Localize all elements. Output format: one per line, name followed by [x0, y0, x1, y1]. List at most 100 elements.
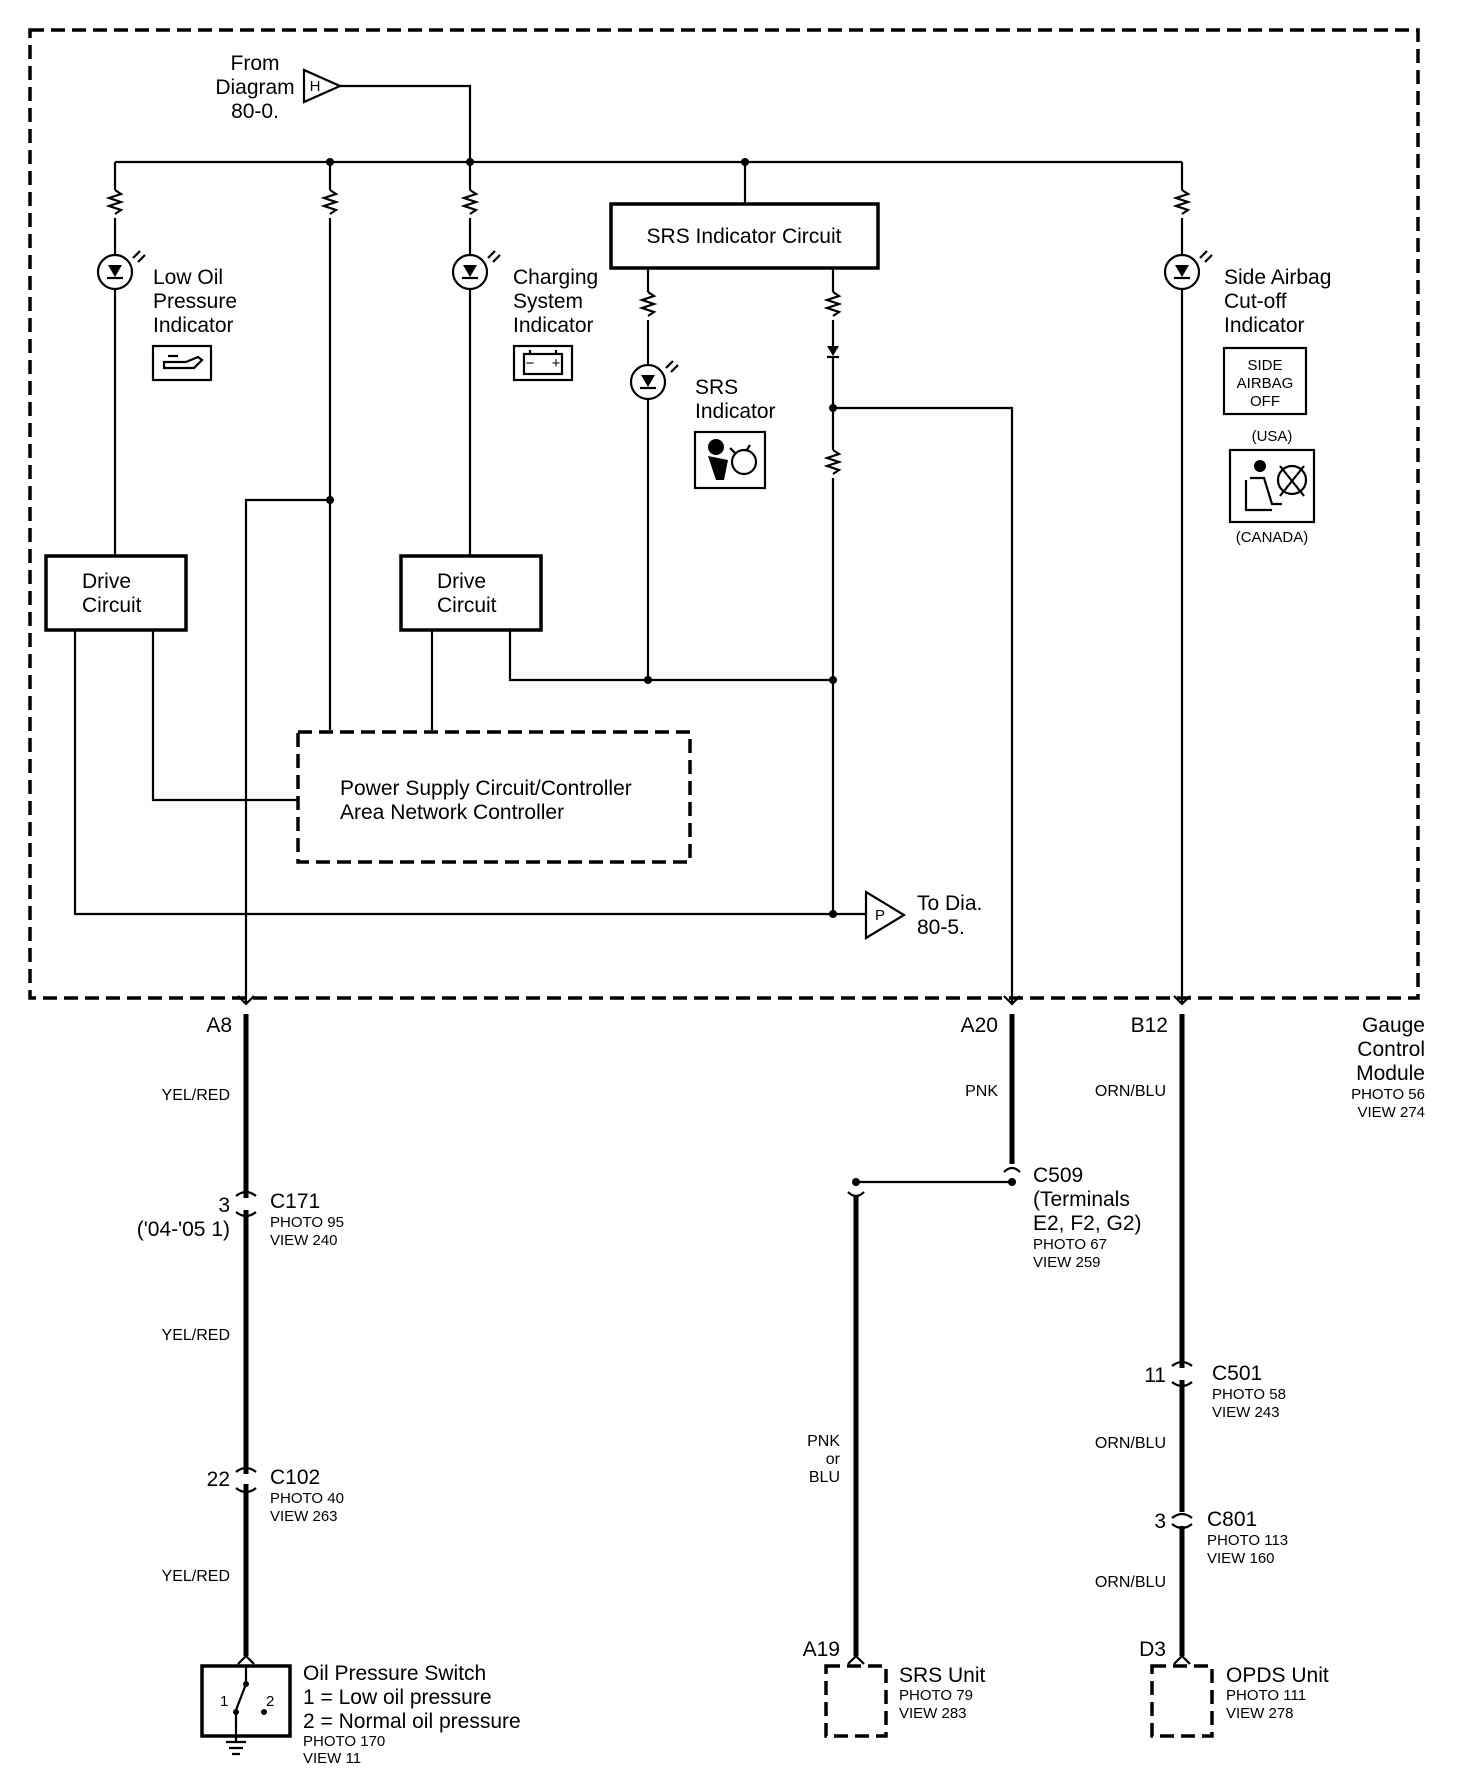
srs-indicator-circuit-block — [609, 202, 880, 270]
low-oil-resistor — [105, 189, 125, 215]
terminal-a19: A19 — [803, 1638, 840, 1661]
wire-color-a8-3: YEL/RED — [162, 1568, 230, 1585]
svg-text:VIEW 259: VIEW 259 — [1033, 1254, 1101, 1271]
svg-text:or: or — [826, 1451, 841, 1468]
side-airbag-label-3: Indicator — [1224, 314, 1305, 337]
svg-text:PNK: PNK — [807, 1433, 840, 1450]
c102-name: C102 — [270, 1466, 320, 1489]
from-tag: H — [310, 78, 321, 95]
srs-label-1: SRS — [695, 376, 738, 399]
terminal-d3: D3 — [1139, 1638, 1166, 1661]
svg-text:VIEW 278: VIEW 278 — [1226, 1705, 1294, 1722]
srs-diode-icon — [827, 346, 839, 356]
module-view: VIEW 274 — [1357, 1104, 1425, 1121]
svg-text:VIEW 160: VIEW 160 — [1207, 1550, 1275, 1567]
terminal-b12: B12 — [1131, 1014, 1168, 1037]
opds-unit-name: OPDS Unit — [1226, 1664, 1329, 1687]
svg-text:11: 11 — [1144, 1364, 1166, 1387]
module-name-2: Control — [1357, 1038, 1425, 1061]
wire-color-a8-1: YEL/RED — [162, 1087, 230, 1104]
svg-text:2: 2 — [266, 1693, 274, 1710]
side-airbag-label-1: Side Airbag — [1224, 266, 1331, 289]
svg-text:Drive: Drive — [437, 570, 486, 593]
charging-led-icon — [451, 250, 501, 291]
terminal-a8: A8 — [206, 1014, 232, 1037]
power-supply-label-1: Power Supply Circuit/Controller — [340, 777, 632, 800]
c501-name: C501 — [1212, 1362, 1262, 1385]
svg-text:OFF: OFF — [1250, 393, 1280, 410]
svg-text:PHOTO 79: PHOTO 79 — [899, 1687, 973, 1704]
from-connector-h — [302, 68, 343, 104]
airbag-icon — [693, 430, 767, 490]
srs-led-icon — [629, 360, 679, 401]
svg-text:ORN/BLU: ORN/BLU — [1095, 1574, 1166, 1591]
oil-switch-name: Oil Pressure Switch — [303, 1662, 486, 1685]
usa-label: (USA) — [1252, 428, 1293, 445]
charging-label-1: Charging — [513, 266, 598, 289]
wire-from-h — [340, 84, 472, 162]
svg-text:VIEW 263: VIEW 263 — [270, 1508, 338, 1525]
gauge-control-module-boundary — [28, 28, 1420, 1000]
svg-text:VIEW 240: VIEW 240 — [270, 1232, 338, 1249]
svg-text:3: 3 — [218, 1194, 230, 1217]
c171-name: C171 — [270, 1190, 320, 1213]
svg-text:3: 3 — [1154, 1510, 1166, 1533]
wire-to-a20 — [833, 406, 1014, 1004]
module-name-3: Module — [1356, 1062, 1425, 1085]
srs-label-2: Indicator — [695, 400, 776, 423]
to-label-2: 80-5. — [917, 916, 965, 939]
battery-icon: − + — [512, 344, 574, 382]
charging-label-3: Indicator — [513, 314, 594, 337]
svg-text:+: + — [552, 355, 561, 372]
switch-contact-icon — [234, 1683, 248, 1711]
svg-text:ORN/BLU: ORN/BLU — [1095, 1083, 1166, 1100]
svg-text:1 = Low oil pressure: 1 = Low oil pressure — [303, 1686, 492, 1709]
c509-name: C509 — [1033, 1164, 1083, 1187]
svg-text:PHOTO 67: PHOTO 67 — [1033, 1236, 1107, 1253]
wire-to-a8 — [244, 498, 330, 1004]
svg-text:Drive: Drive — [82, 570, 131, 593]
from-label-1: From — [231, 52, 280, 75]
from-label-3: 80-0. — [231, 100, 279, 123]
svg-text:Circuit: Circuit — [437, 594, 497, 617]
low-oil-label-1: Low Oil — [153, 266, 223, 289]
c509-connector-icon — [1003, 1166, 1021, 1173]
to-connector-p — [864, 890, 907, 940]
to-label-1: To Dia. — [917, 892, 982, 915]
srs-unit-name: SRS Unit — [899, 1664, 986, 1687]
terminal-a20: A20 — [961, 1014, 998, 1037]
svg-text:2 = Normal oil pressure: 2 = Normal oil pressure — [303, 1710, 521, 1733]
side-airbag-label-2: Cut-off — [1224, 290, 1287, 313]
drive-circuit-left — [44, 554, 188, 632]
svg-text:P: P — [875, 907, 885, 924]
svg-text:−: − — [526, 355, 535, 372]
svg-text:PHOTO 170: PHOTO 170 — [303, 1733, 385, 1750]
charging-label-2: System — [513, 290, 583, 313]
svg-text:PNK: PNK — [965, 1083, 998, 1100]
svg-text:22: 22 — [207, 1468, 230, 1491]
svg-text:PHOTO 95: PHOTO 95 — [270, 1214, 344, 1231]
low-oil-label-2: Pressure — [153, 290, 237, 313]
oil-can-icon — [151, 344, 213, 382]
c801-name: C801 — [1207, 1508, 1257, 1531]
svg-text:SIDE: SIDE — [1247, 357, 1282, 374]
drive-circuit-right — [399, 554, 543, 632]
svg-text:1: 1 — [220, 1693, 228, 1710]
side-airbag-off-badge — [1222, 346, 1308, 416]
module-photo: PHOTO 56 — [1351, 1086, 1425, 1103]
low-oil-label-3: Indicator — [153, 314, 234, 337]
from-label-2: Diagram — [215, 76, 294, 99]
svg-text:VIEW 243: VIEW 243 — [1212, 1404, 1280, 1421]
ground-icon — [226, 1740, 246, 1756]
opds-unit — [1150, 1664, 1214, 1738]
svg-text:PHOTO 40: PHOTO 40 — [270, 1490, 344, 1507]
svg-text:(Terminals: (Terminals — [1033, 1188, 1130, 1211]
svg-text:ORN/BLU: ORN/BLU — [1095, 1435, 1166, 1452]
srs-circuit-label: SRS Indicator Circuit — [647, 225, 842, 248]
svg-text:BLU: BLU — [809, 1469, 840, 1486]
c102-connector-icon — [235, 1466, 257, 1494]
wire-color-a8-2: YEL/RED — [162, 1327, 230, 1344]
svg-text:Circuit: Circuit — [82, 594, 142, 617]
c801-connector-icon — [1171, 1512, 1193, 1530]
svg-text:VIEW 283: VIEW 283 — [899, 1705, 967, 1722]
